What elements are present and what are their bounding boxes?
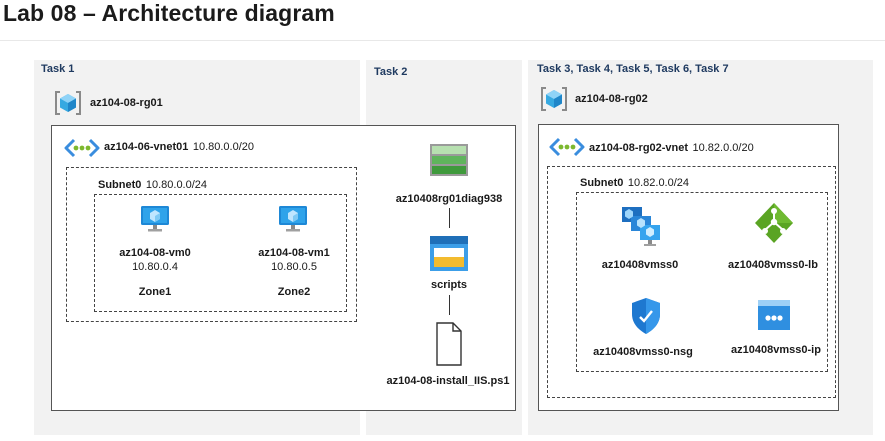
vnet01-caption: az104-06-vnet01 10.80.0.0/20	[104, 137, 254, 155]
title-divider	[0, 40, 885, 41]
vmss-icon	[620, 205, 662, 247]
rg02-name: az104-08-rg02	[575, 93, 648, 105]
vm0-name: az104-08-vm0	[119, 247, 191, 259]
nsg-icon	[630, 297, 662, 335]
container-name: scripts	[430, 279, 468, 291]
vmss-name: az10408vmss0	[601, 259, 679, 271]
vnet01-cidr: 10.80.0.0/20	[192, 141, 255, 153]
rg01-name: az104-08-rg01	[90, 97, 163, 109]
subnet0-cidr: 10.80.0.0/24	[145, 179, 208, 191]
task1-label: Task 1	[41, 63, 75, 75]
vm-icon	[140, 205, 170, 233]
vm-icon	[278, 205, 308, 233]
public-ip-icon	[757, 299, 791, 331]
subnet0-caption: Subnet0 10.80.0.0/24	[98, 175, 207, 193]
vmss-group-box	[576, 192, 828, 372]
vnet-icon	[549, 136, 585, 158]
vnet-icon	[64, 137, 100, 159]
connector-line	[449, 295, 450, 315]
connector-line	[449, 208, 450, 228]
vm1-name: az104-08-vm1	[258, 247, 330, 259]
vm-group-box	[94, 194, 347, 312]
subnet0-box	[66, 167, 357, 322]
storage-account-icon	[429, 143, 469, 177]
vnet02-cidr: 10.82.0.0/20	[692, 142, 754, 154]
blob-container-icon	[429, 235, 469, 272]
vm1-zone: Zone2	[277, 286, 311, 298]
subnet0-name: Subnet0	[98, 179, 142, 191]
resource-group-icon	[540, 86, 568, 112]
vm1-ip: 10.80.0.5	[271, 261, 317, 273]
lb-name: az10408vmss0-lb	[728, 259, 818, 271]
subnet0-name: Subnet0	[580, 177, 624, 189]
vnet01-name: az104-06-vnet01	[104, 141, 189, 153]
load-balancer-icon	[754, 202, 794, 244]
ip-name: az10408vmss0-ip	[731, 344, 821, 356]
subnet0-cidr: 10.82.0.0/24	[627, 177, 690, 189]
subnet0-box	[547, 166, 836, 398]
storage-account-name: az10408rg01diag938	[395, 193, 503, 205]
file-name: az104-08-install_IIS.ps1	[386, 375, 510, 387]
vnet02-caption: az104-08-rg02-vnet 10.82.0.0/20	[589, 138, 754, 156]
page-title: Lab 08 – Architecture diagram	[3, 0, 335, 26]
task3-label: Task 3, Task 4, Task 5, Task 6, Task 7	[537, 63, 729, 75]
vnet02-name: az104-08-rg02-vnet	[589, 142, 689, 154]
resource-group-icon	[54, 90, 82, 116]
file-icon	[436, 322, 462, 366]
task2-label: Task 2	[374, 66, 408, 78]
vm0-ip: 10.80.0.4	[132, 261, 178, 273]
vm0-zone: Zone1	[138, 286, 172, 298]
subnet0-caption: Subnet0 10.82.0.0/24	[580, 173, 689, 191]
vnet02-box	[538, 124, 839, 411]
nsg-name: az10408vmss0-nsg	[593, 346, 693, 358]
